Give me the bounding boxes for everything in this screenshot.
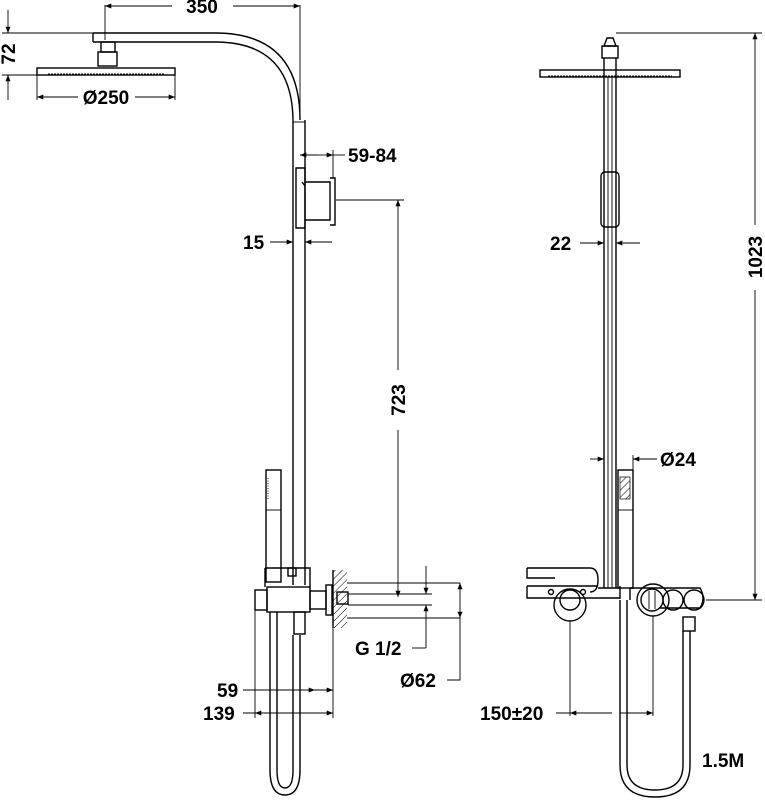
- dim-label: G 1/2: [355, 639, 401, 660]
- shower-arm: [92, 32, 301, 123]
- shower-head: [36, 67, 176, 76]
- head-connector: [100, 41, 116, 53]
- diverter-knob[interactable]: [662, 589, 684, 611]
- dim-handshower-diameter: Ø24: [590, 450, 696, 471]
- hand-shower: [265, 469, 282, 583]
- hose-length-label: 1.5M: [702, 751, 744, 772]
- hose-front: [619, 600, 691, 798]
- shower-head-front: [539, 69, 681, 78]
- dim-bracket-to-mixer: 723: [336, 199, 410, 597]
- hose: [269, 612, 301, 796]
- head-nut: [97, 51, 118, 67]
- dim-pipe-width: 15: [243, 233, 332, 254]
- dim-label: 150±20: [480, 704, 543, 725]
- soap-dish: [526, 567, 599, 599]
- dim-label: 350: [186, 0, 218, 18]
- wall-section: [333, 570, 347, 628]
- dim-inlet-spacing: 150±20: [480, 616, 654, 725]
- riser-pipe: [292, 120, 306, 585]
- mixer-body: [266, 586, 311, 613]
- dim-arm-reach: 350: [104, 0, 301, 115]
- dim-label: 1023: [746, 236, 765, 278]
- dim-head-diameter: Ø250: [36, 75, 176, 109]
- dim-label: 15: [243, 233, 265, 254]
- dim-pipe-width-front: 22: [550, 234, 640, 255]
- mixer-bar: [598, 586, 704, 609]
- dim-bracket-offset: 59-84: [300, 146, 397, 178]
- top-cap: [602, 37, 618, 47]
- side-view: 350 72 Ø250 59-84 15: [0, 0, 463, 796]
- handle-knob[interactable]: [640, 588, 664, 612]
- dim-inlet-thread: G 1/2: [355, 566, 432, 660]
- dim-label: Ø24: [660, 450, 696, 471]
- dim-label: Ø62: [400, 671, 436, 692]
- inlet-left: [553, 588, 587, 622]
- dim-label: 59: [217, 681, 238, 702]
- dim-label: 59-84: [348, 146, 397, 167]
- front-view: 1023 22 Ø24 150±20 1.5M: [480, 32, 765, 798]
- dim-label: 723: [389, 384, 410, 416]
- wall-bracket: [295, 167, 336, 229]
- dim-flange-diameter: Ø62: [400, 583, 463, 692]
- dim-label: 139: [203, 704, 235, 725]
- dim-mixer-depth: 59 139: [203, 610, 334, 725]
- dim-label: 72: [0, 43, 20, 64]
- dim-total-height: 1023: [616, 32, 765, 601]
- shower-holder: [264, 567, 311, 587]
- dim-label: 22: [550, 234, 571, 255]
- selector-knob[interactable]: [683, 589, 705, 611]
- hand-shower-front: [617, 469, 634, 589]
- inlet-pipe: [347, 582, 460, 619]
- dim-label: Ø250: [83, 88, 129, 109]
- dim-head-height: 72: [0, 10, 93, 100]
- riser-pipe-front: [603, 58, 617, 588]
- wall-bracket-front: [600, 171, 620, 228]
